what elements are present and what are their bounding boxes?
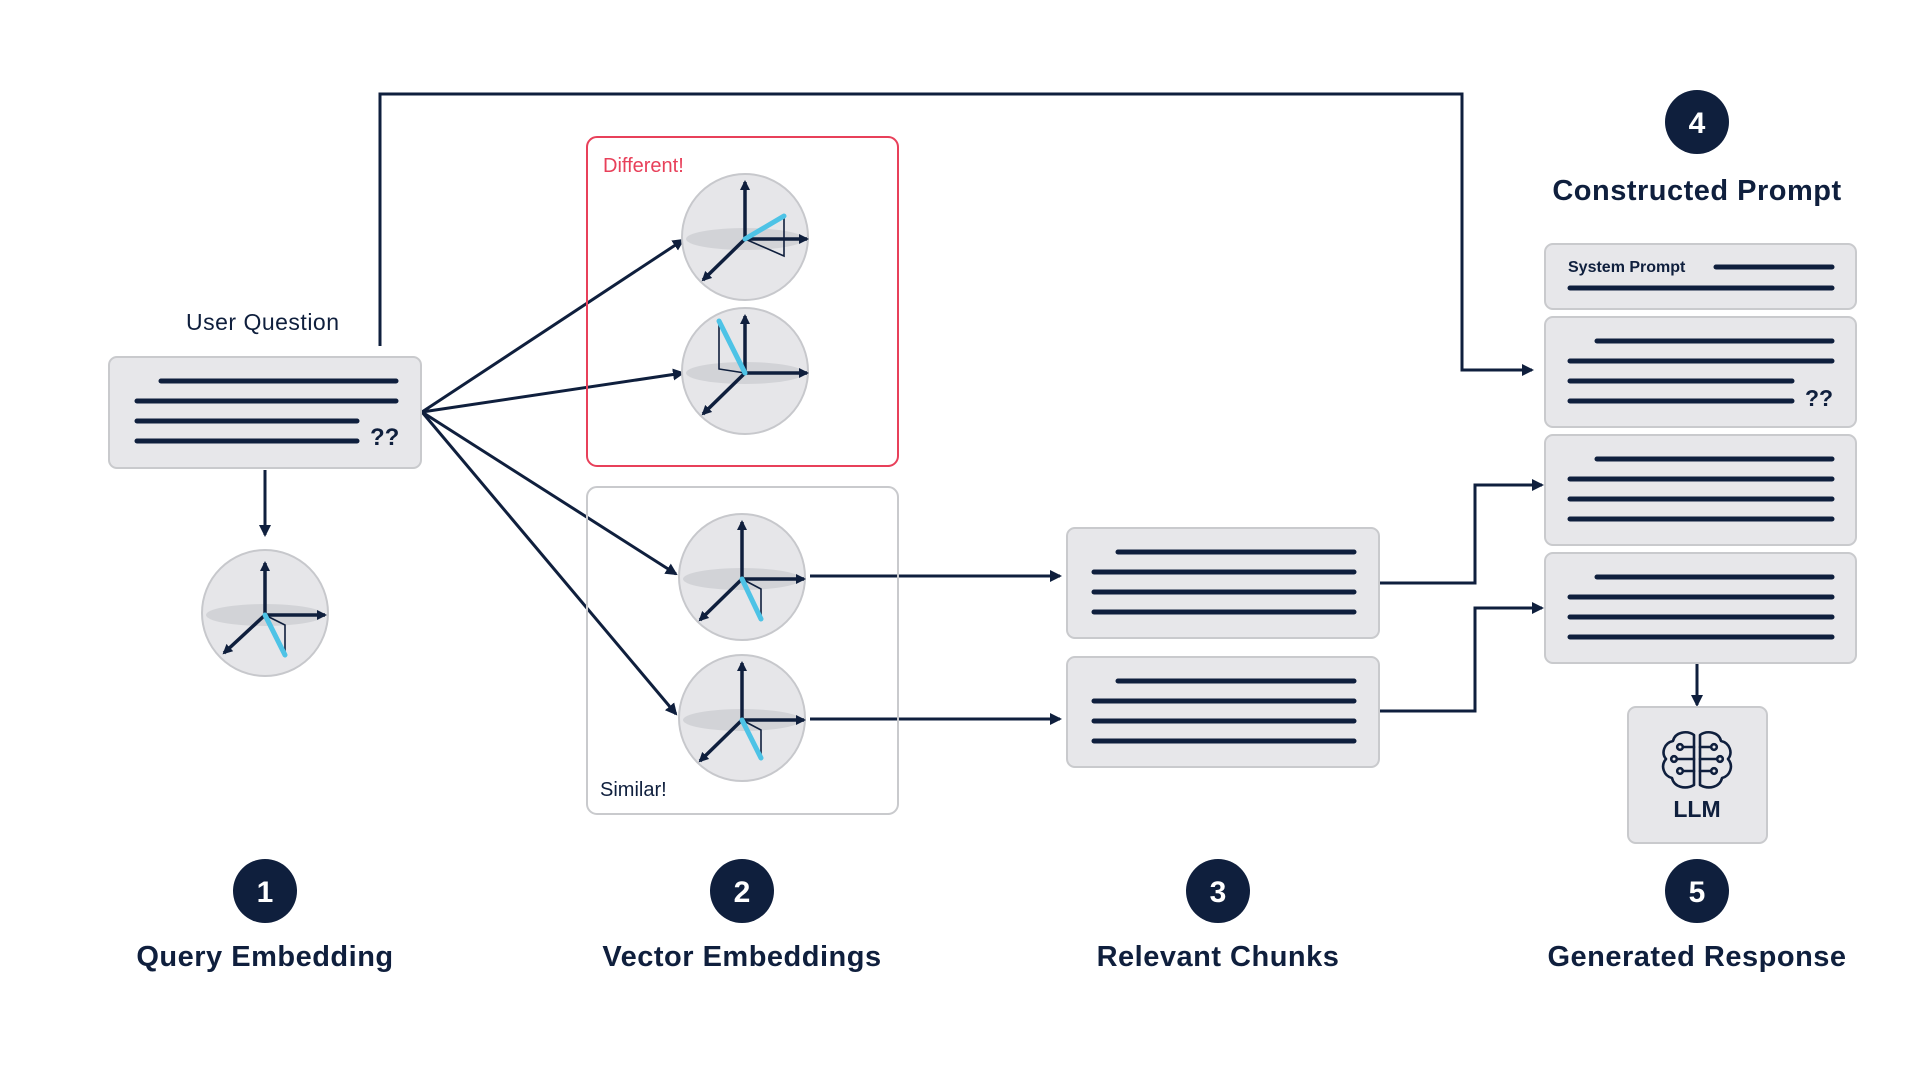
step-5-number: 5	[1689, 876, 1706, 909]
relevant-chunk-card	[1066, 656, 1380, 768]
system-prompt-card	[1544, 243, 1857, 310]
chunk-to-prompt-arrow-1	[1376, 479, 1544, 585]
step-1-title: Query Embedding	[136, 941, 393, 973]
llm-label: LLM	[1673, 796, 1720, 822]
relevant-chunk-card	[1066, 527, 1380, 639]
llm-box	[1627, 706, 1768, 844]
step-5-badge	[1665, 859, 1729, 923]
constructed-prompt-group: System Prompt ??	[1544, 243, 1857, 664]
prompt-context-card	[1544, 434, 1857, 546]
step-4-title: Constructed Prompt	[1552, 175, 1841, 207]
question-marks: ??	[370, 424, 399, 451]
different-label: Different!	[603, 155, 684, 177]
flow-connectors	[259, 92, 1703, 725]
llm-group: LLM	[1627, 706, 1768, 844]
embedding-icon-similar-1	[678, 513, 806, 641]
question-to-prompt-arrow	[378, 92, 1534, 376]
different-group: Different!	[586, 136, 899, 467]
step-5: 5 Generated Response	[1547, 859, 1846, 973]
fanout-arrow-2	[421, 368, 685, 414]
step-5-title: Generated Response	[1547, 941, 1846, 973]
step-1: 1 Query Embedding	[136, 859, 393, 973]
similar-group: Similar!	[586, 486, 899, 815]
step-1-number: 1	[257, 876, 274, 909]
different-box	[586, 136, 899, 467]
similar-label: Similar!	[600, 779, 667, 801]
step-3-number: 3	[1210, 876, 1227, 909]
embedding-icon-similar-2	[678, 654, 806, 782]
step-3-title: Relevant Chunks	[1097, 941, 1340, 973]
step-4-number: 4	[1689, 107, 1706, 140]
question-marks: ??	[1805, 385, 1833, 411]
step-1-badge	[233, 859, 297, 923]
embedding-icon-different-1	[681, 173, 809, 301]
step-4-badge	[1665, 90, 1729, 154]
fanout-arrow-3	[421, 410, 678, 576]
embedding-icon-different-2	[681, 307, 809, 435]
user-question-label: User Question	[186, 309, 340, 335]
system-prompt-label: System Prompt	[1568, 259, 1686, 276]
prompt-context-card	[1544, 552, 1857, 664]
step-2-badge	[710, 859, 774, 923]
step-3: 3 Relevant Chunks	[1097, 859, 1340, 973]
step-3-badge	[1186, 859, 1250, 923]
relevant-chunks-group	[1066, 527, 1380, 768]
fanout-arrow-1	[421, 238, 685, 414]
query-embedding-icon	[201, 549, 329, 677]
fanout-arrow-4	[420, 411, 678, 716]
user-question-card	[108, 356, 422, 469]
user-question-group: User Question ??	[108, 309, 422, 469]
brain-icon	[1661, 731, 1733, 789]
similar-box	[586, 486, 899, 815]
step-2-number: 2	[734, 876, 751, 909]
chunk-to-prompt-arrow-2	[1380, 602, 1544, 713]
step-2: 2 Vector Embeddings	[602, 859, 881, 973]
step-4: 4 Constructed Prompt	[1552, 90, 1841, 207]
step-2-title: Vector Embeddings	[602, 941, 881, 973]
